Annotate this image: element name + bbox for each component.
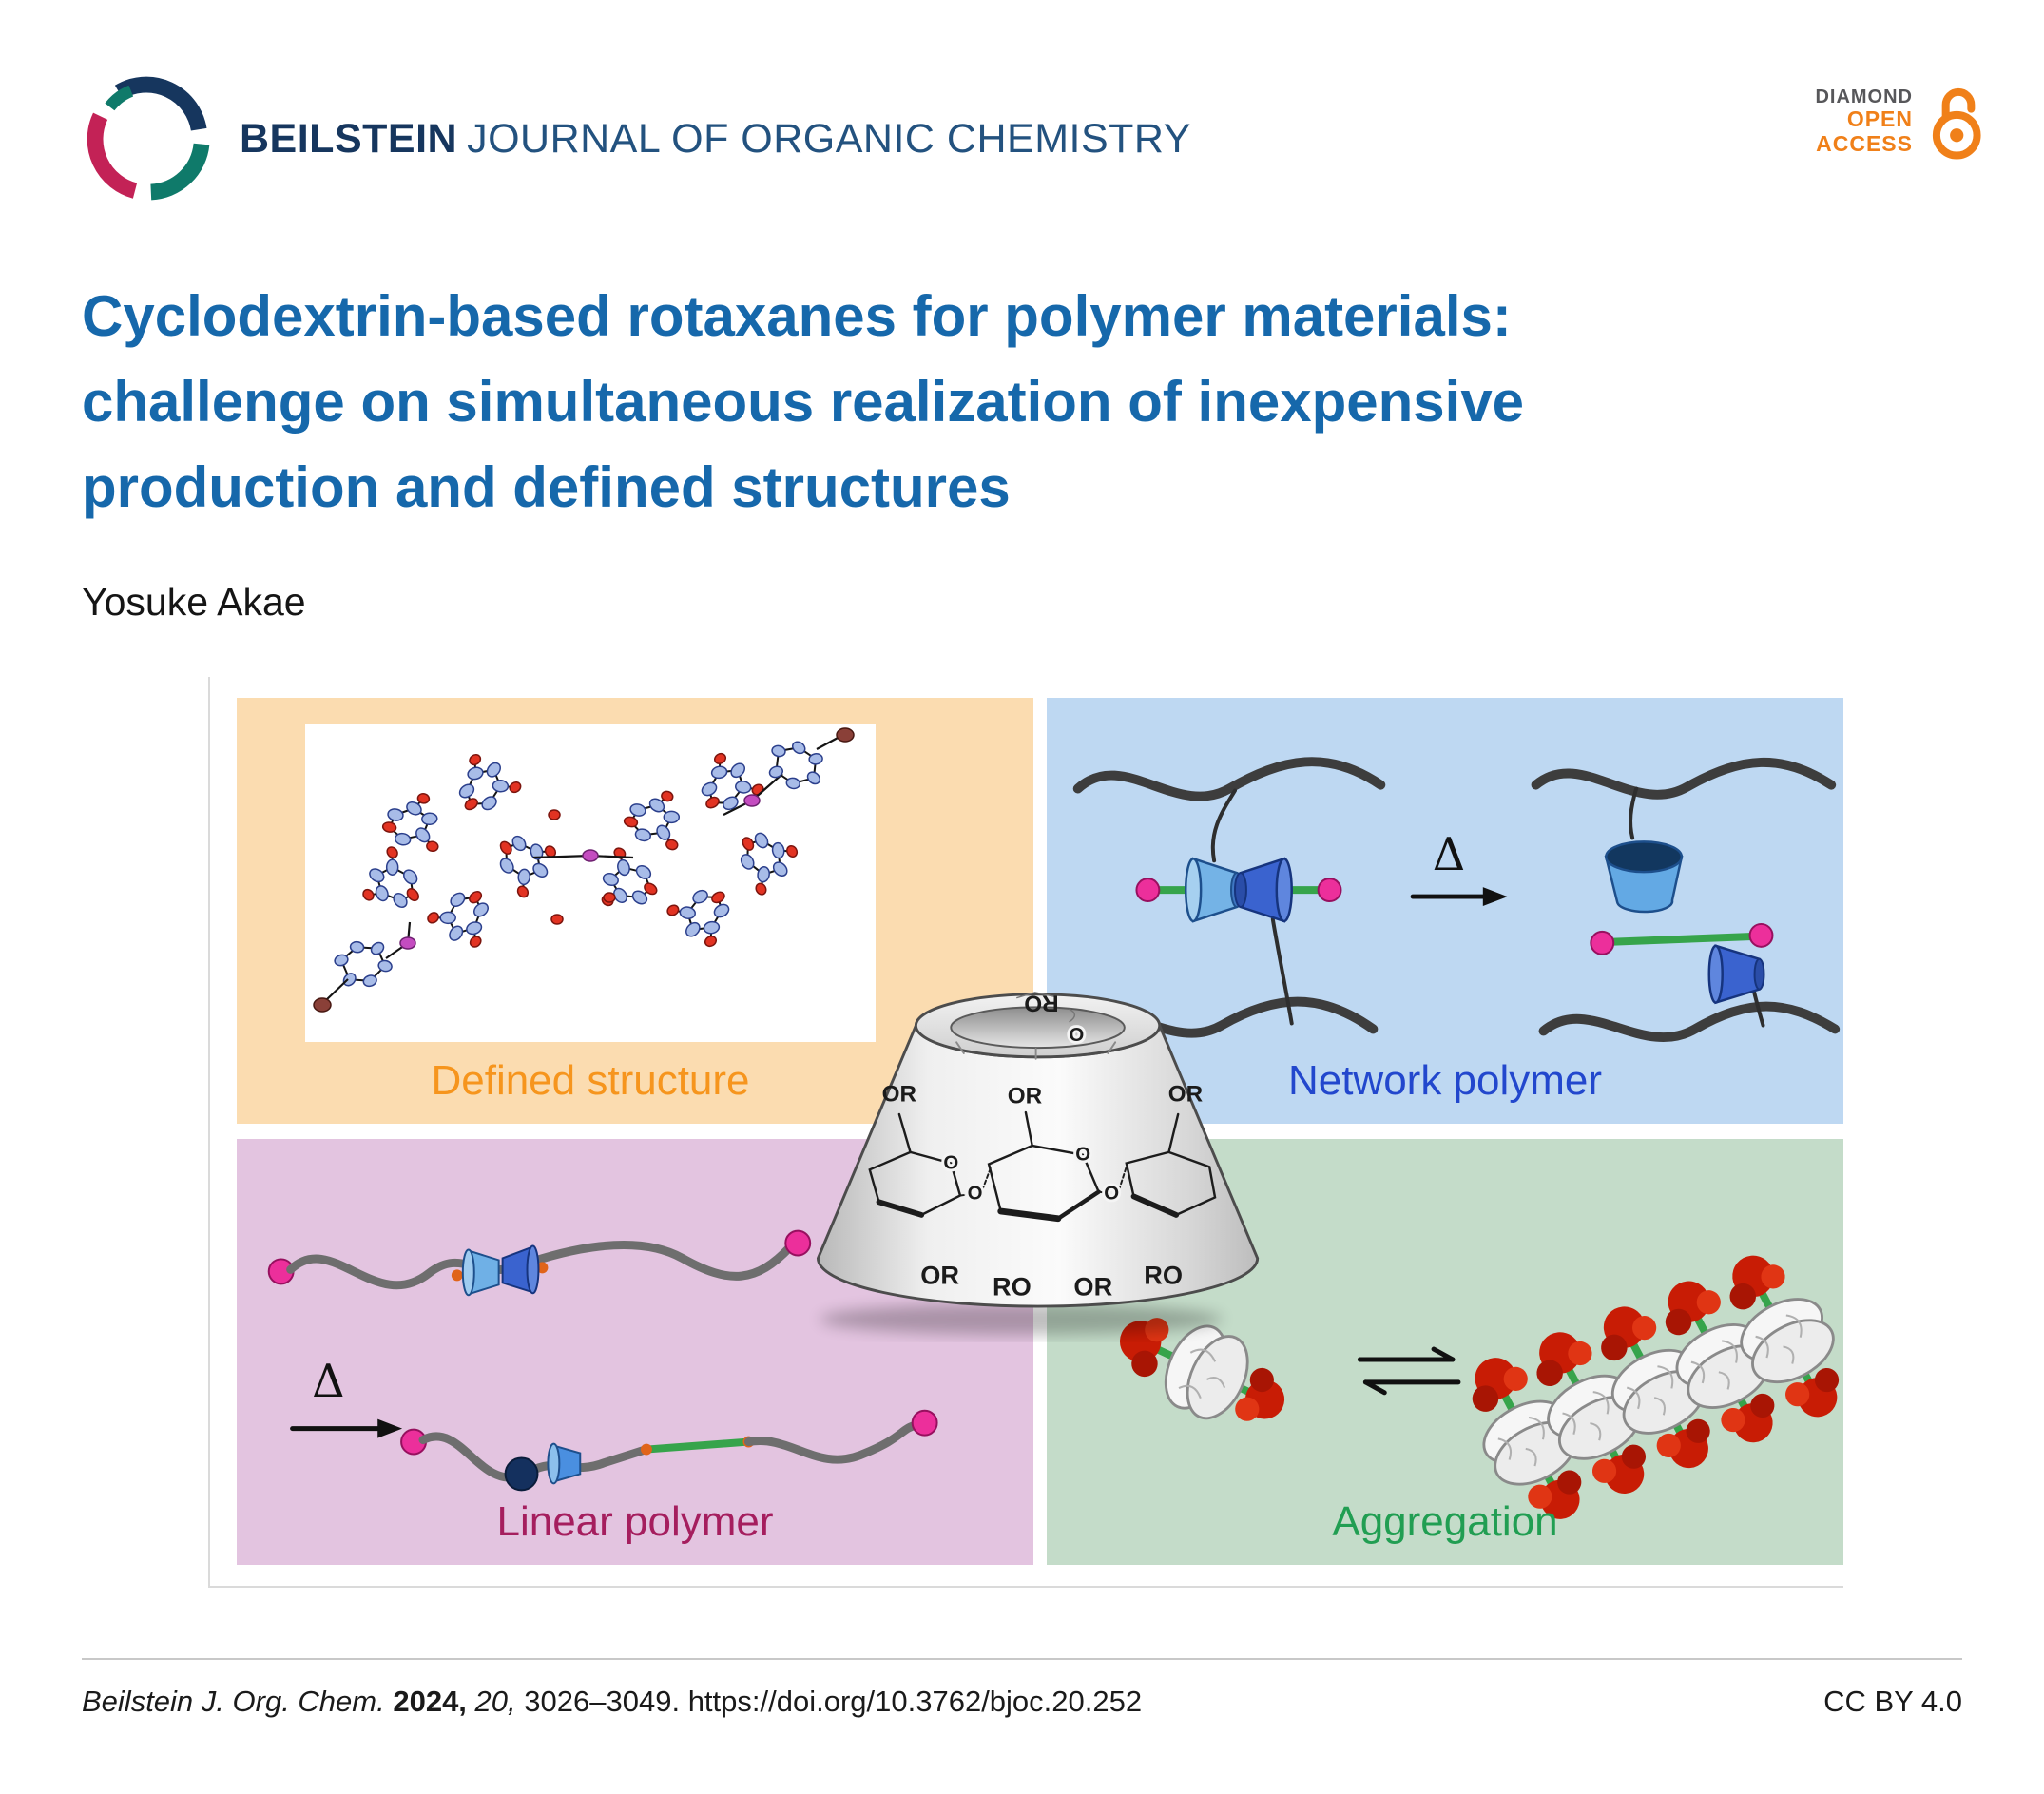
cone-opening — [950, 1006, 1126, 1050]
cone-shadow — [820, 1303, 1223, 1336]
heat-arrow: Δ — [290, 1356, 403, 1438]
ortep-phenyl-bottom-left — [313, 930, 399, 1013]
equilibrium-arrows — [1357, 1346, 1461, 1396]
panel-network-polymer: Δ — [1047, 698, 1843, 1124]
cd-bottom-label-1: OR — [920, 1261, 959, 1290]
delta-symbol: Δ — [312, 1356, 345, 1408]
author-name: Yosuke Akae — [82, 580, 306, 624]
citation: Beilstein J. Org. Chem. 2024, 20, 3026–3… — [82, 1685, 1142, 1719]
ortep-cluster-left — [349, 742, 569, 961]
footer: Beilstein J. Org. Chem. 2024, 20, 3026–3… — [82, 1685, 1962, 1719]
oa-access-label: ACCESS — [1816, 131, 1913, 157]
open-access-text: DIAMOND OPEN ACCESS — [1815, 87, 1913, 157]
cd-glycosidic-o-right: O — [1104, 1183, 1119, 1204]
crystal-structure-image — [305, 724, 876, 1042]
citation-journal: Beilstein J. Org. Chem. — [82, 1685, 385, 1718]
title-line-3: production and defined structures — [82, 455, 1011, 519]
journal-name-bold: BEILSTEIN — [240, 116, 458, 162]
citation-pages: 3026–3049. — [524, 1685, 681, 1718]
cd-ring-o-center: O — [1075, 1145, 1090, 1166]
linear-polymer-illustration: Δ — [267, 1229, 938, 1492]
dissociated-cyclodextrins — [1604, 840, 1765, 1005]
cd-bottom-label-2: RO — [993, 1271, 1032, 1301]
label-defined-structure: Defined structure — [431, 1057, 750, 1104]
ortep-linkers — [385, 773, 783, 959]
cd-o-back: O — [1069, 1023, 1084, 1044]
oa-open-label: OPEN — [1846, 106, 1913, 132]
cyclodextrin-cone-drawing: RO O — [816, 991, 1260, 1336]
cd-bottom-label-3: OR — [1073, 1271, 1112, 1301]
ortep-drawing — [313, 727, 855, 1013]
cd-ring-o-left: O — [943, 1152, 958, 1173]
article-title: Cyclodextrin-based rotaxanes for polymer… — [82, 274, 1964, 530]
citation-volume: 20, — [474, 1685, 516, 1718]
cd-back-rim-structure: RO O — [1016, 991, 1087, 1047]
footer-divider — [82, 1658, 1962, 1660]
cd-front-label-right: OR — [1168, 1081, 1204, 1107]
oa-diamond-label: DIAMOND — [1815, 87, 1913, 108]
cone-body — [816, 1025, 1260, 1308]
delta-symbol: Δ — [1433, 829, 1466, 881]
cd-front-label-center: OR — [1008, 1083, 1043, 1109]
free-axle — [1590, 922, 1774, 955]
ortep-extra-atoms — [548, 809, 616, 925]
journal-name-rest: JOURNAL OF ORGANIC CHEMISTRY — [467, 116, 1191, 162]
cd-glycosidic-o-left: O — [968, 1183, 983, 1204]
pseudorotaxane-chain — [267, 1229, 812, 1297]
network-chains-right — [1531, 757, 1841, 1043]
label-network-polymer: Network polymer — [1287, 1057, 1603, 1104]
open-access-badge: DIAMOND OPEN ACCESS — [1815, 82, 1989, 162]
open-lock-icon — [1932, 87, 1981, 160]
cyclodextrin-structure: RO O — [800, 953, 1280, 1342]
aggregation-illustration — [1047, 1139, 1843, 1565]
citation-doi-link[interactable]: https://doi.org/10.3762/bjoc.20.252 — [687, 1685, 1143, 1718]
beilstein-logo — [87, 76, 210, 201]
ortep-phenyl-top-right — [763, 727, 855, 796]
license-label: CC BY 4.0 — [1823, 1685, 1962, 1718]
cd-top-label: RO — [1024, 991, 1058, 1016]
panel-defined-structure: Defined structure — [237, 698, 1033, 1124]
cd-front-label-left: OR — [882, 1081, 917, 1107]
linear-polymer-chain — [400, 1409, 938, 1492]
rotaxane-threaded — [1135, 857, 1342, 923]
label-aggregation: Aggregation — [1332, 1498, 1558, 1545]
heat-arrow: Δ — [1410, 829, 1508, 907]
cd-bottom-label-4: RO — [1144, 1261, 1183, 1290]
title-line-1: Cyclodextrin-based rotaxanes for polymer… — [82, 284, 1512, 348]
aggregated-stack — [1448, 1238, 1843, 1537]
citation-year: 2024, — [393, 1685, 467, 1718]
cd-front-structure: O O O O — [868, 1041, 1217, 1223]
graphical-abstract: Defined structure — [208, 677, 1843, 1588]
network-polymer-illustration: Δ — [1065, 757, 1841, 1043]
label-linear-polymer: Linear polymer — [496, 1498, 774, 1545]
title-line-2: challenge on simultaneous realization of… — [82, 370, 1525, 434]
cd-labels: OR OR OR OR RO OR RO — [882, 1081, 1204, 1301]
